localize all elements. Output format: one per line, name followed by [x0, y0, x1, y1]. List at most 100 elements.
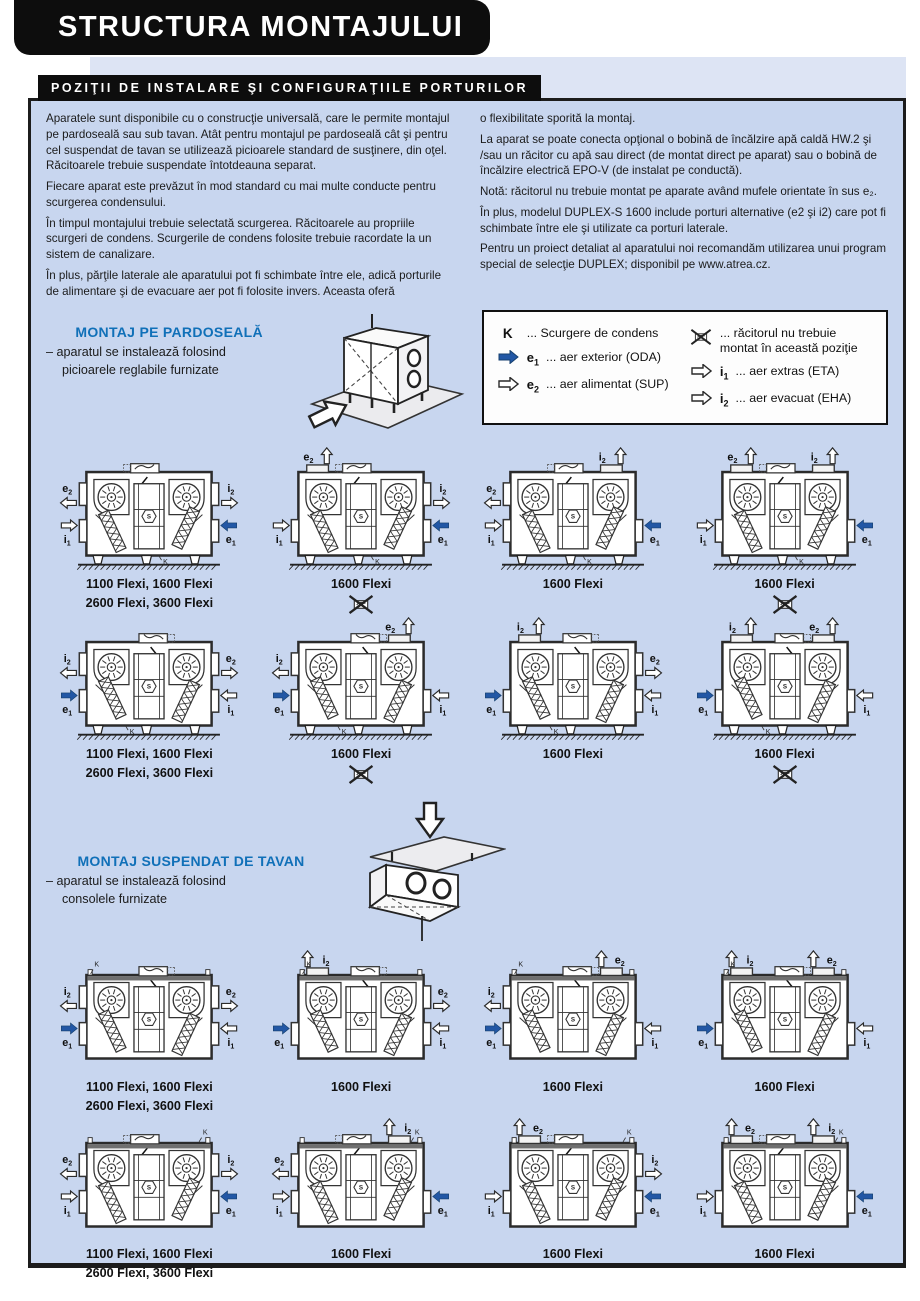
legend-item-condensate: K ... Scurgere de condens	[496, 326, 683, 341]
filter-strip	[806, 506, 836, 551]
mounting-bracket	[417, 969, 423, 976]
model-label: 1600 Flexi	[754, 1247, 815, 1262]
unit-internals	[728, 966, 841, 1057]
filter-strip	[806, 1012, 836, 1057]
top-port	[729, 464, 753, 474]
port-arrow-e2	[825, 617, 839, 635]
port-label-i1: i1	[488, 534, 495, 548]
port-label-e1: e1	[63, 1037, 73, 1051]
side-port	[846, 1021, 856, 1046]
exchanger-badge-letter: S	[359, 514, 363, 521]
side-port	[846, 1189, 856, 1214]
model-label: 1600 Flexi	[754, 747, 815, 762]
port-arrow-e2	[402, 617, 416, 635]
side-port	[714, 1021, 724, 1046]
unit-foot	[564, 725, 577, 735]
side-port	[78, 1021, 88, 1046]
unit-internals	[728, 1133, 841, 1224]
port-label-i1: i1	[699, 1205, 706, 1219]
condensate-drain-label: K	[518, 960, 523, 968]
top-damper	[765, 1133, 796, 1145]
fan-icon	[592, 479, 629, 516]
port-arrow-i2	[59, 666, 78, 680]
port-label-i2: i2	[828, 1122, 835, 1136]
unit-foot	[141, 555, 153, 565]
port-arrow-i2	[59, 999, 78, 1013]
top-port	[599, 464, 623, 474]
filter-strip	[171, 679, 201, 724]
model-label: 1600 Flexi	[754, 577, 815, 592]
port-arrow-e2	[483, 496, 501, 511]
condensate-drain-label: K	[799, 558, 804, 566]
side-port	[502, 1189, 512, 1214]
filter-strip	[733, 1179, 763, 1224]
intro-paragraph: Aparatele sunt disponibile cu o construc…	[46, 112, 450, 173]
ceiling-band	[88, 976, 211, 981]
port-arrow-e2	[59, 496, 78, 511]
unit-foot	[824, 555, 837, 565]
unit-foot	[401, 725, 413, 735]
fan-icon	[592, 1149, 629, 1186]
filter-strip	[733, 509, 763, 554]
port-arrow-i1	[431, 1021, 450, 1036]
model-label: 1600 Flexi	[331, 1079, 392, 1094]
exchanger-badge	[141, 1180, 158, 1194]
top-port	[811, 464, 835, 474]
port-label-e1: e1	[486, 704, 496, 718]
port-label-i1: i1	[64, 534, 71, 548]
ground-hatch	[500, 735, 640, 741]
model-label: 1600 Flexi	[754, 1079, 815, 1094]
model-label: 1600 Flexi	[542, 1247, 603, 1262]
port-label-i1: i1	[439, 1037, 446, 1051]
port-label-i1: i1	[863, 704, 870, 718]
mounting-bracket	[723, 969, 729, 976]
ground-hatch	[500, 565, 640, 571]
port-label-i1: i1	[64, 1205, 71, 1219]
intro-column-right: o flexibilitate sporită la montaj. La ap…	[480, 111, 888, 304]
side-port	[634, 652, 644, 677]
ceiling-section-bullet: – aparatul se instalează folosind consol…	[46, 873, 226, 906]
condensate-drain-label: K	[375, 558, 380, 566]
install-direction-arrow	[307, 400, 349, 430]
port-label-i2: i2	[323, 954, 330, 968]
ground-hatch	[289, 565, 429, 571]
mounting-bracket	[299, 1136, 305, 1144]
condensate-drain-label: K	[587, 558, 592, 566]
model-label: 1100 Flexi, 1600 Flexi	[86, 1247, 213, 1262]
side-port	[502, 519, 512, 544]
fan-icon	[380, 981, 417, 1019]
exchanger-badge	[565, 509, 581, 524]
unit-internals	[93, 1133, 206, 1224]
legend-item-no-cooler: ... răcitorul nu trebuie montat în aceas…	[689, 326, 876, 355]
port-arrow-e1	[61, 689, 79, 702]
port-label-i2: i2	[439, 483, 446, 497]
port-label-e2: e2	[385, 622, 395, 636]
mounting-bracket	[629, 1136, 635, 1144]
port-arrow-e1	[273, 1022, 290, 1035]
top-damper	[130, 1133, 161, 1145]
port-label-e2: e2	[745, 1122, 755, 1136]
port-arrow-e1	[484, 689, 502, 702]
side-port	[634, 1152, 644, 1177]
port-arrow-e1	[273, 689, 290, 702]
top-port	[811, 634, 835, 644]
port-arrow-e1	[61, 1022, 79, 1035]
unit-internals	[517, 633, 629, 724]
top-port	[599, 967, 623, 977]
exchanger-badge	[353, 679, 369, 694]
floor-mount-illustration	[302, 310, 469, 443]
unit-internals	[728, 463, 841, 554]
port-arrow-e2	[724, 1117, 738, 1135]
ground-hatch	[289, 735, 429, 741]
condensate-symbol: K	[502, 326, 513, 342]
exchanger-badge-letter: S	[147, 514, 151, 521]
side-port	[210, 689, 220, 714]
unit-foot	[92, 725, 105, 735]
condensate-drain-label: K	[342, 728, 347, 736]
top-damper	[562, 633, 592, 644]
